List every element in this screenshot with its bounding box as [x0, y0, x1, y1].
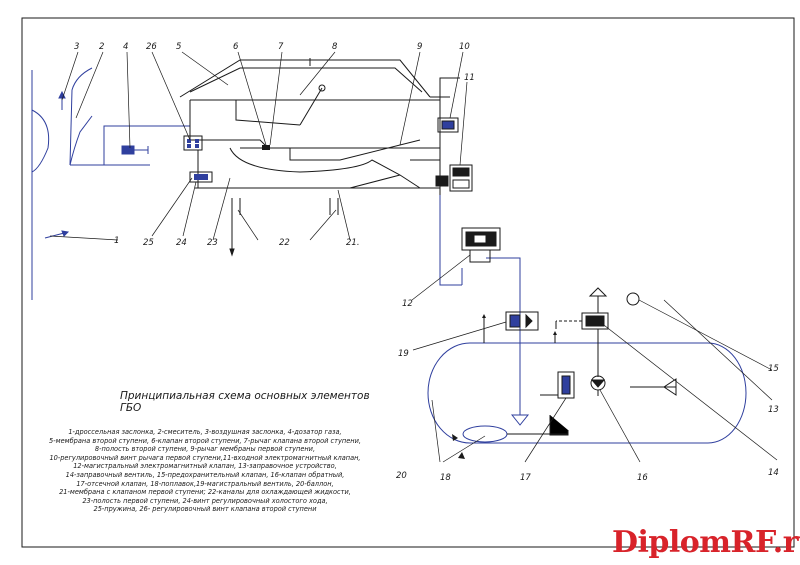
legend-line: 14-заправочный вентиль, 15-предохранител… — [65, 470, 345, 479]
valve-lever-7 — [235, 100, 301, 126]
label-7: 7 — [278, 42, 284, 52]
idle-screw-24 — [189, 171, 213, 183]
label-12: 12 — [402, 299, 413, 309]
gas-main-line — [439, 195, 521, 415]
label-1: 1 — [114, 236, 119, 246]
label-21: 21. — [346, 238, 360, 248]
engine-side — [31, 67, 93, 300]
throttle-arrow-head — [61, 230, 70, 237]
partition — [190, 139, 440, 149]
leader-lines — [49, 51, 778, 463]
air-inlet-tube — [69, 67, 93, 166]
valve-26 — [183, 135, 203, 151]
label-11: 11 — [464, 73, 475, 83]
mixer-chamber — [31, 109, 50, 173]
check-valve-16 — [590, 375, 606, 396]
reducer-body — [179, 58, 460, 257]
filling-device-13 — [630, 378, 677, 396]
legend-line: 8-полость второй ступени, 9-рычаг мембра… — [94, 445, 316, 454]
label-24: 24 — [176, 238, 187, 248]
shutoff-valve-17 — [540, 371, 575, 436]
label-13: 13 — [768, 405, 779, 415]
second-stage-membrane — [189, 67, 423, 93]
first-stage-lever-9 — [240, 139, 421, 161]
legend-line: 25-пружина, 26- регулировочный винт клап… — [93, 505, 317, 514]
legend-line: 1-дроссельная заслонка, 2-смеситель, 3-в… — [68, 428, 342, 436]
doser-line — [103, 125, 191, 165]
label-6: 6 — [233, 42, 239, 52]
sheet-border — [21, 17, 795, 548]
legend-line: 10-регулировочный винт рычага первой сту… — [49, 453, 361, 462]
label-15: 15 — [768, 364, 779, 374]
legend-line: 23-полость первой ступени, 24-винт регул… — [82, 496, 328, 505]
legend-line: 21-мембрана с клапаном первой ступени; 2… — [59, 488, 351, 497]
doser-valve — [121, 145, 135, 155]
float-18 — [462, 425, 508, 443]
label-9: 9 — [417, 42, 422, 52]
label-3: 3 — [74, 42, 79, 52]
adjust-screw-10 — [439, 77, 460, 97]
label-8: 8 — [332, 42, 338, 52]
solenoid-valve-11 — [435, 117, 473, 192]
diagram-title: Принципиальная схема основных элементов … — [120, 390, 370, 414]
legend-list: 1-дроссельная заслонка, 2-смеситель, 3-в… — [40, 428, 370, 514]
caption-block: Принципиальная схема основных элементов … — [40, 390, 370, 514]
label-22: 22 — [279, 238, 290, 248]
label-4: 4 — [123, 42, 128, 52]
legend-line: 17-отсечной клапан, 18-поплавок,19-магис… — [76, 479, 334, 488]
label-19: 19 — [398, 349, 409, 359]
watermark-logo: DiplomRF.ru — [612, 525, 800, 560]
label-17: 17 — [520, 473, 531, 483]
label-14: 14 — [768, 468, 779, 478]
label-5: 5 — [176, 42, 181, 52]
label-23: 23 — [207, 238, 218, 248]
gas-cylinder-20 — [427, 342, 747, 444]
legend-line: 5-мембрана второй ступени, 6-клапан втор… — [49, 436, 361, 445]
valve-6 — [262, 145, 270, 150]
label-10: 10 — [459, 42, 470, 52]
magistral-valve-12 — [461, 227, 501, 263]
second-stage-cover — [179, 59, 431, 98]
intake-arrow — [510, 414, 530, 426]
label-25: 25 — [143, 238, 154, 248]
label-20: 20 — [396, 471, 407, 481]
lever-spring — [299, 87, 323, 126]
label-16: 16 — [637, 473, 648, 483]
legend-line: 12-магистральный электромагнитный клапан… — [73, 462, 337, 471]
first-stage-cavity — [229, 147, 421, 189]
safety-valve-15 — [588, 287, 640, 377]
mixer-duct — [69, 115, 93, 166]
label-2: 2 — [99, 42, 104, 52]
filling-valve-14 — [555, 312, 609, 330]
main-valve-19 — [505, 311, 539, 331]
label-18: 18 — [440, 473, 451, 483]
label-26: 26 — [146, 42, 157, 52]
